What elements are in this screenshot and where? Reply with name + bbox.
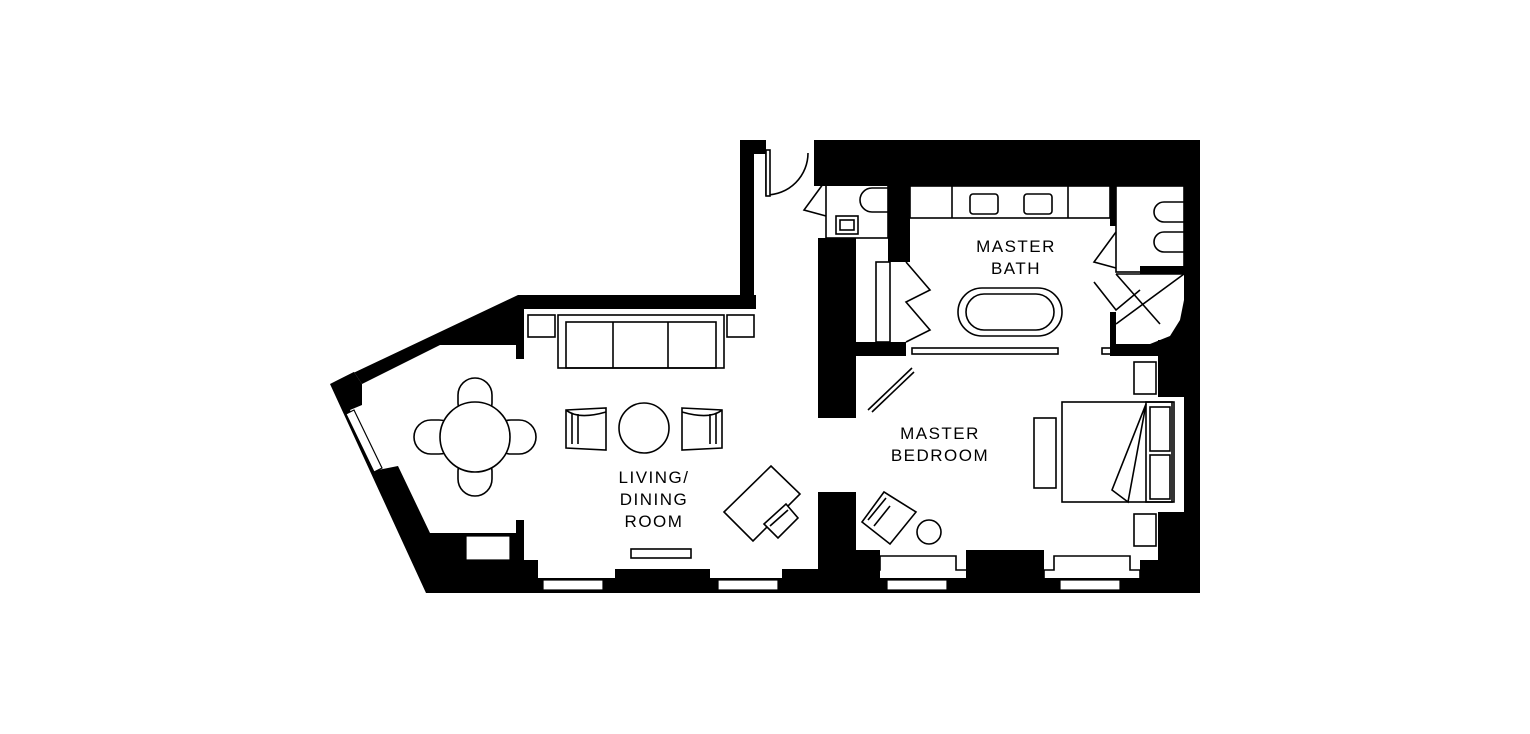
bath-east-door	[1092, 231, 1117, 269]
vanity-sink-left-icon	[969, 193, 999, 215]
wall-wc-east	[888, 186, 910, 262]
bath-closet-area	[1115, 185, 1185, 273]
side-table-left-icon	[527, 314, 556, 338]
wall-corridor-west-vert	[740, 140, 754, 306]
wall-south-pier2	[615, 569, 710, 580]
armchair-left-icon	[565, 407, 607, 451]
wall-south-pier4	[966, 550, 1044, 580]
window-bay-4	[1043, 555, 1141, 580]
window-west	[345, 409, 383, 473]
room-label-living-dining: LIVING/ DINING ROOM	[619, 467, 690, 533]
window-south-3	[886, 579, 948, 591]
wall-living-west-post	[516, 345, 524, 359]
wall-south-pier5	[1140, 560, 1158, 580]
living-dining-line2: DINING	[619, 490, 689, 509]
master-bedroom-line1: MASTER	[900, 424, 980, 443]
living-dining-line3: ROOM	[624, 512, 684, 531]
wall-living-north	[330, 295, 756, 384]
desk-icon	[722, 464, 802, 543]
wall-south	[426, 578, 1200, 593]
nightstand-bottom-icon	[1133, 513, 1157, 547]
bedroom-door-leaf	[867, 367, 913, 411]
bath-west-door	[904, 261, 932, 343]
wall-bath-closet	[1110, 186, 1116, 226]
bath-toilet-icon	[1153, 201, 1185, 223]
closet-shelf-icon	[875, 261, 891, 343]
wall-top-east	[814, 140, 1200, 186]
bath-stub	[1101, 347, 1113, 355]
sofa-icon	[557, 314, 725, 369]
bench-icon	[1033, 417, 1057, 489]
bidet-icon	[1153, 231, 1185, 253]
bathtub-basin-icon	[965, 293, 1055, 331]
wc-sink-bowl-icon	[839, 219, 855, 231]
wall-bath-east-stub	[1110, 312, 1116, 356]
bath-fixtures	[875, 185, 1185, 355]
pillow-top-icon	[1149, 406, 1171, 452]
wall-living-west-post2	[516, 520, 524, 562]
wc-door	[802, 179, 827, 217]
console-table-icon	[630, 548, 692, 559]
wall-wc-south	[818, 238, 826, 258]
master-bedroom-line2: BEDROOM	[890, 446, 990, 465]
living-dining-line1: LIVING/	[618, 468, 690, 487]
wall-niche-living	[465, 535, 511, 561]
wc-fixtures	[825, 173, 889, 239]
room-label-master-bedroom: MASTER BEDROOM	[891, 423, 989, 467]
desk-chair-icon	[762, 502, 800, 540]
doors	[765, 149, 1141, 413]
window-south-1	[542, 579, 604, 591]
wall-shower-divider	[1140, 266, 1184, 274]
bedroom-door-leaf-2	[871, 371, 915, 413]
master-bath-line1: MASTER	[976, 237, 1056, 256]
headboard-icon	[1145, 401, 1175, 503]
window-south-4	[1059, 579, 1121, 591]
side-table-right-icon	[726, 314, 755, 338]
window-south-2	[717, 579, 779, 591]
bedroom-furniture	[860, 361, 1175, 547]
wc-toilet-icon	[859, 187, 889, 213]
wall-partition-upper	[818, 238, 856, 418]
wall-bath-gap-east	[1158, 340, 1184, 360]
wall-east-lower	[1158, 355, 1200, 397]
pillow-bottom-icon	[1149, 454, 1171, 500]
entry-door-swing	[765, 152, 809, 196]
vanity-counter	[909, 185, 1111, 219]
bedroom-armchair-icon	[860, 490, 918, 546]
window-bay-3	[867, 555, 969, 580]
master-bath-line2: BATH	[990, 259, 1042, 278]
coffee-table-icon	[618, 402, 670, 454]
nightstand-top-icon	[1133, 361, 1157, 395]
windows	[345, 409, 1141, 591]
wall-south-pier1	[520, 560, 538, 580]
wall-partition-lower	[818, 492, 856, 580]
shower-door	[1093, 281, 1141, 312]
armchair-right-icon	[681, 407, 723, 451]
entry-door-leaf	[765, 149, 771, 197]
room-label-master-bath: MASTER BATH	[976, 236, 1056, 280]
bath-partition-glass	[911, 347, 1059, 355]
dining-table-icon	[439, 401, 511, 473]
bed-sheet-fold	[1111, 403, 1147, 504]
wall-bath-south-west	[856, 342, 906, 356]
bedroom-side-table-icon	[916, 519, 942, 545]
vanity-sink-right-icon	[1023, 193, 1053, 215]
living-furniture	[413, 314, 802, 559]
wall-south-pier3	[782, 569, 820, 580]
